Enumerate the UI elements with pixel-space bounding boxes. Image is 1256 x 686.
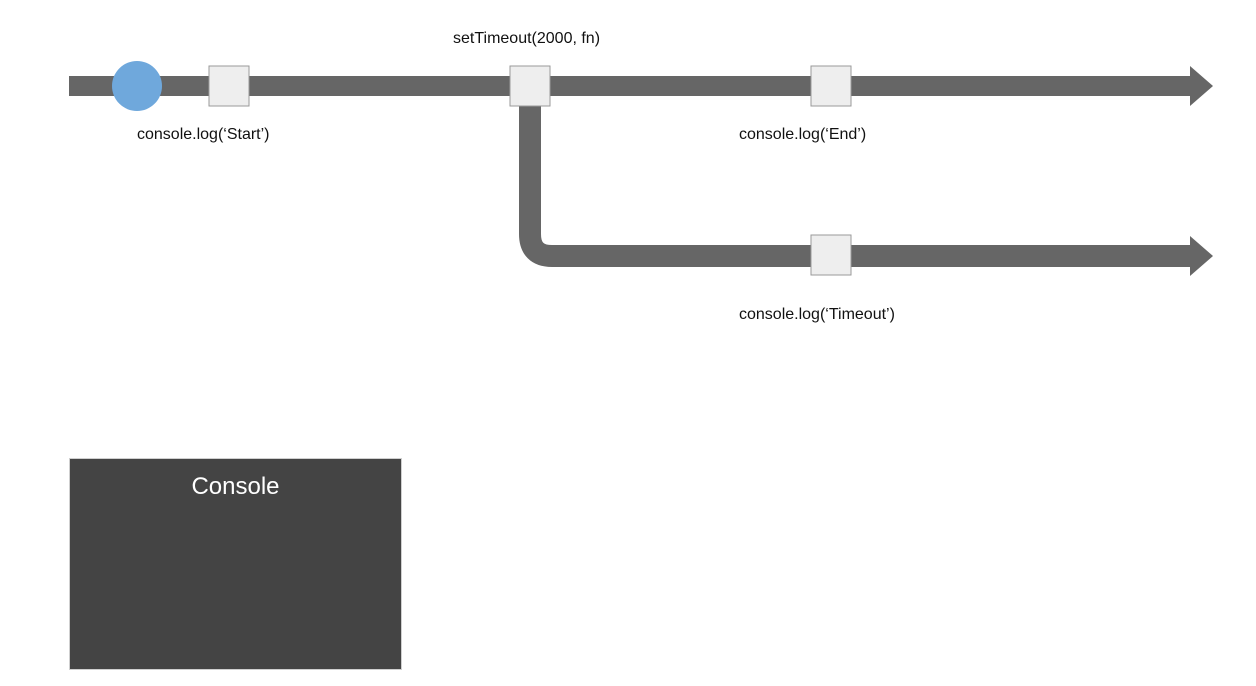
console-panel: Console [69,458,402,670]
main-thread-track [69,76,1194,96]
node-set-timeout [509,65,551,107]
execution-marker [112,61,162,111]
node-console-log-timeout [810,234,852,276]
console-title: Console [191,473,280,500]
label-console-log-start: console.log(‘Start’) [137,126,270,143]
timeout-branch-track [519,96,1194,267]
node-console-log-start [208,65,250,107]
label-console-log-timeout: console.log(‘Timeout’) [739,306,895,323]
main-thread-arrowhead [1190,66,1213,106]
node-console-log-end [810,65,852,107]
label-set-timeout: setTimeout(2000, fn) [453,30,601,47]
timeout-branch-arrowhead [1190,236,1213,276]
label-console-log-end: console.log(‘End’) [739,126,867,143]
